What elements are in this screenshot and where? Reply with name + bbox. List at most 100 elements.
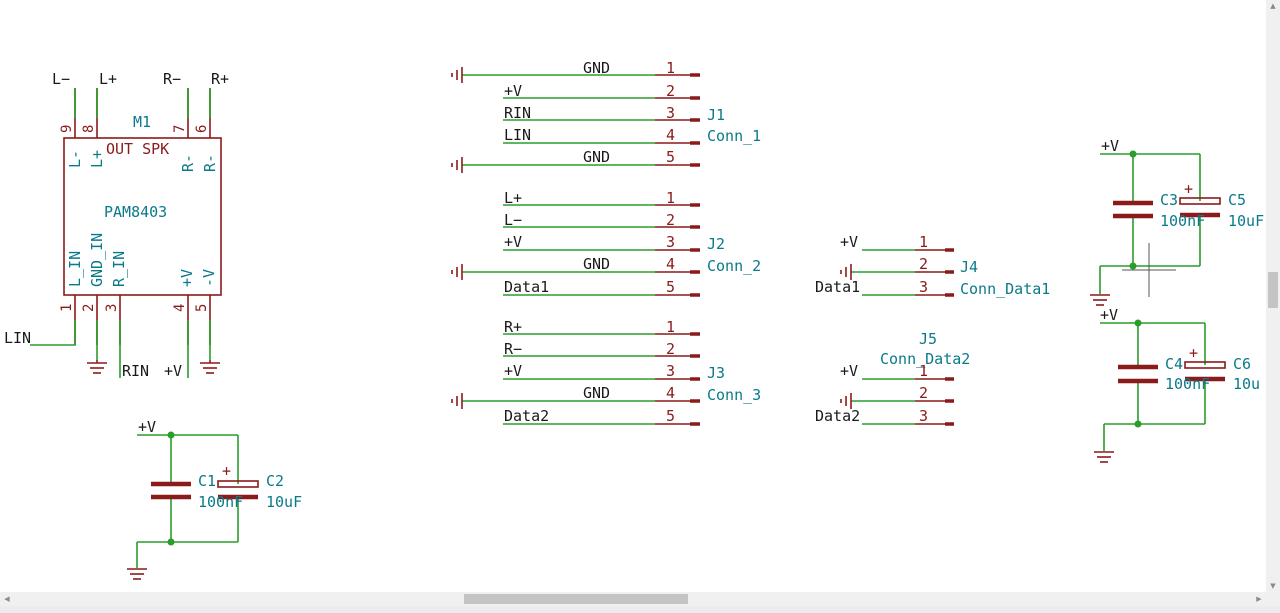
ground-symbol: [87, 360, 107, 374]
net-label: L−: [504, 211, 522, 229]
vertical-scroll-thumb[interactable]: [1268, 272, 1278, 308]
m1-pin-name-r-in: R_IN: [110, 251, 128, 287]
m1-pin4-num: 4: [172, 304, 188, 312]
net-label: GND: [583, 384, 610, 402]
cap-ref: C3: [1160, 191, 1178, 209]
scroll-right-icon[interactable]: ▶: [1256, 595, 1262, 603]
connector-j5[interactable]: J5 Conn_Data2 +V 1 2 Data2 3: [815, 330, 970, 426]
schematic-drawing: 9 8 7 6 L- L+ R- R- L− L+ R− R+ M1 OUT S…: [4, 59, 1264, 580]
cap-value: 10uF: [1228, 212, 1264, 230]
cap-value: 100nF: [1160, 212, 1205, 230]
module-value: PAM8403: [104, 203, 167, 221]
polarity-mark: +: [1189, 344, 1198, 362]
net-label: GND: [583, 59, 610, 77]
electrolytic-plate: [217, 480, 259, 488]
net-label: +V: [1101, 137, 1119, 155]
net-label: R+: [504, 318, 522, 336]
connector-value: Conn_Data2: [880, 350, 970, 368]
m1-pin2-num: 2: [81, 304, 97, 312]
vertical-scrollbar[interactable]: ▲ ▼: [1266, 0, 1280, 592]
connector-j4[interactable]: +V 1 2 Data1 3 J4 Conn_Data1: [815, 233, 1050, 298]
net-label-l-minus: L−: [52, 70, 70, 88]
m1-pin-name-r-plus: R-: [201, 154, 219, 172]
cap-value: 10uF: [266, 493, 302, 511]
pin-number: 1: [919, 233, 928, 251]
module-out-label: OUT SPK: [106, 140, 169, 158]
m1-pin5-num: 5: [194, 304, 210, 312]
cap-ref: C2: [266, 472, 284, 490]
pin-number: 2: [666, 82, 675, 100]
electrolytic-plate: [1179, 197, 1221, 205]
ground-symbol: [200, 360, 220, 374]
pin-number: 5: [666, 407, 675, 425]
net-label: +V: [840, 233, 858, 251]
net-label: +V: [1100, 306, 1118, 324]
net-label-rin: RIN: [122, 362, 149, 380]
ground-symbol: [1090, 294, 1110, 306]
m1-pin-name-plus-v: +V: [178, 269, 196, 287]
scrollbar-corner: [1266, 592, 1280, 606]
net-label-r-plus: R+: [211, 70, 229, 88]
module-ref: M1: [133, 113, 151, 131]
net-label: Data2: [815, 407, 860, 425]
net-label: +V: [138, 418, 156, 436]
connector-value: Conn_Data1: [960, 280, 1050, 298]
connector-ref: J4: [960, 258, 978, 276]
pin-number: 2: [666, 340, 675, 358]
pin-number: 3: [666, 233, 675, 251]
m1-pin6-num: 6: [194, 125, 210, 133]
m1-pin-name-minus-v: -V: [200, 269, 218, 287]
pin-number: 1: [666, 189, 675, 207]
net-label: Data1: [815, 278, 860, 296]
connector-value: Conn_2: [707, 257, 761, 275]
polarity-mark: +: [222, 462, 231, 480]
m1-pin-name-gnd-in: GND_IN: [88, 233, 106, 287]
connector-ref: J2: [707, 235, 725, 253]
scroll-up-icon[interactable]: ▲: [1270, 2, 1276, 10]
net-label: L+: [504, 189, 522, 207]
cap-ref: C4: [1165, 355, 1183, 373]
pin-number: 2: [919, 255, 928, 273]
cap-value: 100nF: [1165, 375, 1210, 393]
pin-number: 2: [666, 211, 675, 229]
cap-group-c4-c6[interactable]: + +V C4 100nF C6 10u: [1094, 306, 1260, 463]
connector-j3[interactable]: R+ 1 R− 2 +V 3 GND 4 Data2 5 J3 Conn_3: [451, 318, 761, 426]
m1-pin1-num: 1: [59, 304, 75, 312]
horizontal-scroll-thumb[interactable]: [464, 594, 688, 604]
connector-value: Conn_1: [707, 127, 761, 145]
m1-pin8-num: 8: [81, 125, 97, 133]
module-m1[interactable]: 9 8 7 6 L- L+ R- R- L− L+ R− R+ M1 OUT S…: [4, 70, 229, 380]
cap-group-c3-c5[interactable]: + +V C3 100nF C5 10uF: [1090, 137, 1264, 306]
net-label-r-minus: R−: [163, 70, 181, 88]
connector-ref: J1: [707, 106, 725, 124]
ground-symbol: [127, 568, 147, 580]
pin-number: 3: [919, 407, 928, 425]
connector-j2[interactable]: L+ 1 L− 2 +V 3 GND 4 Data1 5 J2 Conn_2: [451, 189, 761, 297]
connector-j1[interactable]: GND 1 +V 2 RIN 3 LIN 4 GND 5 J1 Conn_1: [451, 59, 761, 173]
m1-pin7-num: 7: [172, 125, 188, 133]
net-label: GND: [583, 255, 610, 273]
net-label: +V: [504, 233, 522, 251]
net-label: RIN: [504, 104, 531, 122]
cap-group-c1-c2[interactable]: + +V C1 100nF C2 10uF: [127, 418, 302, 580]
connector-value: Conn_3: [707, 386, 761, 404]
net-label-plus-v: +V: [164, 362, 182, 380]
cap-ref: C6: [1233, 355, 1251, 373]
pin-number: 5: [666, 278, 675, 296]
scroll-down-icon[interactable]: ▼: [1270, 582, 1276, 590]
horizontal-scrollbar[interactable]: ◀ ▶: [0, 592, 1266, 606]
pin-number: 3: [919, 278, 928, 296]
pin-number: 3: [666, 104, 675, 122]
cap-ref: C5: [1228, 191, 1246, 209]
net-label: R−: [504, 340, 522, 358]
module-body: [63, 137, 222, 296]
scroll-left-icon[interactable]: ◀: [4, 595, 10, 603]
m1-pin3-num: 3: [104, 304, 120, 312]
pin-number: 3: [666, 362, 675, 380]
net-label-l-plus: L+: [99, 70, 117, 88]
m1-pin9-num: 9: [59, 125, 75, 133]
status-bar: [0, 606, 1280, 613]
cap-value: 10u: [1233, 375, 1260, 393]
net-label: +V: [504, 82, 522, 100]
schematic-canvas[interactable]: 9 8 7 6 L- L+ R- R- L− L+ R− R+ M1 OUT S…: [0, 0, 1266, 592]
